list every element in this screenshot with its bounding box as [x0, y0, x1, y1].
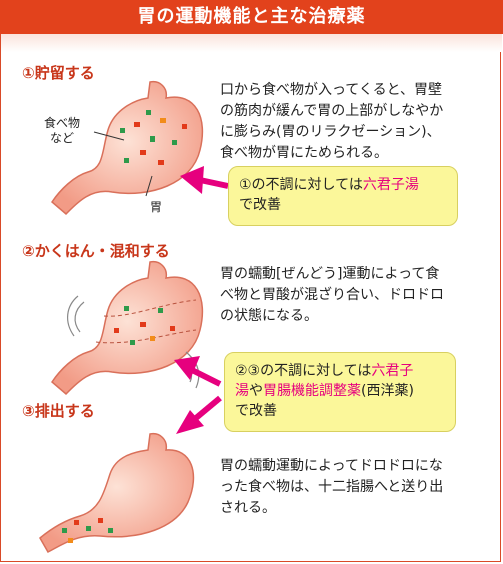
treatment-callout-1: ①の不調に対しては六君子湯 で改善 — [228, 166, 458, 226]
food-bit — [62, 528, 67, 533]
header-band — [1, 34, 502, 52]
step-3-description: 胃の蠕動運動によってドロドロにな った食べ物は、十二指腸へと送り出 される。 — [220, 458, 444, 516]
food-bit — [182, 124, 187, 129]
step-3-heading: ③排出する — [22, 402, 95, 420]
food-bit — [146, 110, 151, 115]
treatment-callout-2: ②③の不調に対しては六君子 湯や胃腸機能調整薬(西洋薬) で改善 — [224, 352, 456, 432]
food-bit — [108, 528, 113, 533]
step-2-heading: ②かくはん・混和する — [22, 242, 170, 260]
food-bit — [140, 150, 146, 155]
arrow-to-stomach-1 — [180, 166, 229, 194]
food-bit — [130, 340, 135, 345]
food-bit — [68, 538, 73, 543]
food-bit — [158, 308, 163, 313]
food-label: 食べ物 など — [44, 116, 81, 145]
food-bit — [160, 118, 166, 123]
food-bit — [98, 518, 103, 523]
food-bit — [150, 336, 155, 341]
page-title: 胃の運動機能と主な治療薬 — [0, 0, 503, 34]
food-bit — [150, 136, 155, 142]
food-bit — [86, 526, 91, 531]
food-bit — [140, 322, 146, 327]
food-bit — [124, 306, 129, 311]
stomach-3-illustration — [39, 432, 195, 553]
food-bit — [134, 122, 140, 127]
step-1-description: 口から食べ物が入ってくると、胃壁 の筋肉が緩んで胃の上部がしなやか に膨らみ(胃… — [220, 82, 444, 161]
arrow-to-stomach-3 — [176, 395, 222, 434]
food-bit — [170, 326, 175, 331]
arrow-to-stomach-2 — [174, 356, 222, 387]
food-bit — [172, 140, 177, 145]
food-bit — [158, 160, 164, 165]
stomach-1-illustration — [51, 80, 204, 216]
food-bit — [120, 128, 125, 133]
food-bit — [114, 328, 119, 333]
stomach-label: 胃 — [150, 200, 163, 214]
stomach-2-illustration — [51, 260, 204, 396]
food-bit — [74, 520, 79, 525]
step-1-heading: ①貯留する — [22, 64, 95, 82]
step-2-description: 胃の蠕動[ぜんどう]運動によって食 べ物と胃酸が混ざり合い、ドロドロ の状態にな… — [220, 266, 444, 324]
food-bit — [124, 158, 129, 163]
